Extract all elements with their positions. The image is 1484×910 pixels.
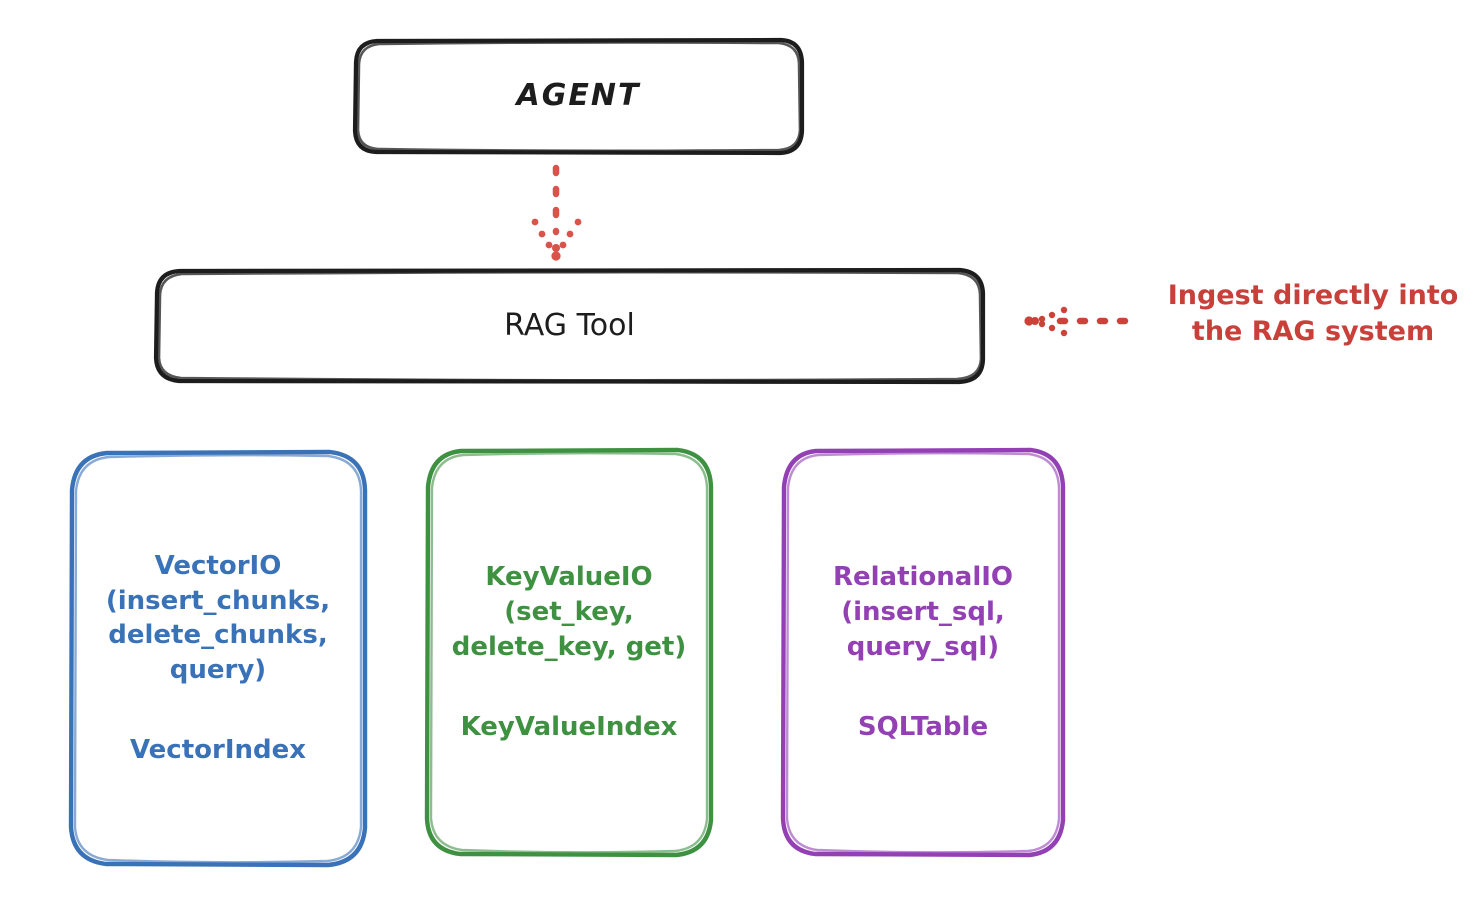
- ingest-annotation-text: Ingest directly into the RAG system: [1167, 280, 1459, 347]
- relational-io-node[interactable]: RelationalIO (insert_sql, query_sql) SQL…: [783, 450, 1063, 855]
- key-value-io-node[interactable]: KeyValueIO (set_key, delete_key, get) Ke…: [427, 450, 711, 855]
- key-value-io-api-label: KeyValueIO (set_key, delete_key, get): [451, 562, 687, 662]
- connector-agent-to-rag-tool: [531, 164, 582, 261]
- agent-node-label: AGENT: [516, 78, 641, 114]
- connector-ingest-to-rag-tool: [1024, 306, 1140, 337]
- vector-io-node[interactable]: VectorIO (insert_chunks, delete_chunks, …: [71, 452, 365, 865]
- rag-tool-node-label: RAG Tool: [504, 307, 635, 343]
- vector-io-api-label: VectorIO (insert_chunks, delete_chunks, …: [105, 551, 331, 685]
- relational-io-api-label: RelationalIO (insert_sql, query_sql): [832, 562, 1014, 662]
- key-value-io-index-label: KeyValueIndex: [460, 712, 678, 743]
- relational-io-index-label: SQLTable: [857, 712, 989, 743]
- vector-io-index-label: VectorIndex: [129, 735, 307, 766]
